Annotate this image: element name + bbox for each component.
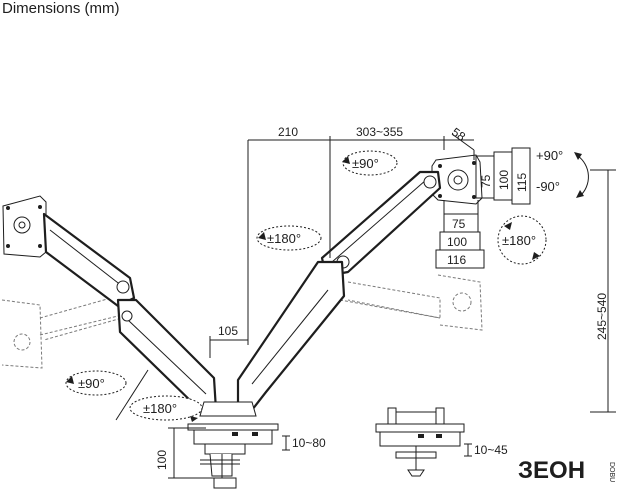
rot-tilt-down: -90° [536, 179, 560, 194]
brand-logo: ЗЕОН DOBU [518, 457, 615, 484]
ghost-left-arm [1, 295, 123, 369]
dim-vesa-116-horizontal: 116 [447, 253, 466, 267]
upper-arm-swivel-indicator: ±180° [256, 225, 322, 251]
plate-rotation-indicator: ±180° [497, 215, 547, 265]
tilt-indicator: +90° -90° [536, 148, 589, 198]
dim-vesa-75-horizontal: 75 [452, 217, 466, 231]
dim-height-range: 245~540 [595, 293, 609, 340]
vesa-dimensions: 75 100 115 75 100 116 [435, 147, 531, 269]
dim-pole-offset: 105 [218, 324, 238, 338]
dim-vesa-100-vertical: 100 [497, 170, 511, 190]
central-pole [187, 401, 279, 489]
brand-tagline: DOBU [608, 462, 615, 482]
page-title: Dimensions (mm) [2, 0, 120, 17]
rot-top: ±90° [352, 156, 379, 171]
rot-left: ±90° [78, 376, 105, 391]
dim-vesa-115-vertical: 115 [515, 173, 529, 192]
upper-swivel-indicator: ±90° [342, 150, 398, 176]
rot-upper-arm: ±180° [267, 231, 301, 246]
left-lower-swivel-indicator: ±180° [115, 369, 203, 422]
rot-left-lower: ±180° [143, 401, 177, 416]
dim-clamp-height: 100 [155, 450, 169, 470]
grommet-mount [375, 407, 465, 477]
grommet-range-dimension: 10~45 [464, 443, 508, 457]
dim-arm-reach-2: 303~355 [356, 125, 403, 139]
clamp-range-dimension: 10~80 [282, 435, 326, 451]
height-dimension: 245~540 [590, 169, 616, 413]
ghost-right-arm [339, 274, 483, 331]
dim-clamp-range: 10~80 [292, 436, 326, 450]
dim-grommet-range: 10~45 [474, 443, 508, 457]
reach-dimension: 210 303~355 58 [247, 125, 475, 345]
dim-vesa-100-horizontal: 100 [447, 235, 467, 249]
rot-plate: ±180° [502, 233, 536, 248]
rot-tilt-up: +90° [536, 148, 563, 163]
left-swivel-indicator: ±90° [65, 370, 127, 396]
dim-plate-offset: 58 [449, 125, 468, 144]
brand-name: ЗЕОН [518, 457, 585, 484]
dim-vesa-75-vertical: 75 [479, 174, 493, 188]
pole-offset-dimension: 105 [209, 324, 248, 358]
dim-arm-reach-1: 210 [278, 125, 298, 139]
clamp-height-dimension: 100 [155, 427, 214, 479]
right-arm [236, 154, 483, 412]
